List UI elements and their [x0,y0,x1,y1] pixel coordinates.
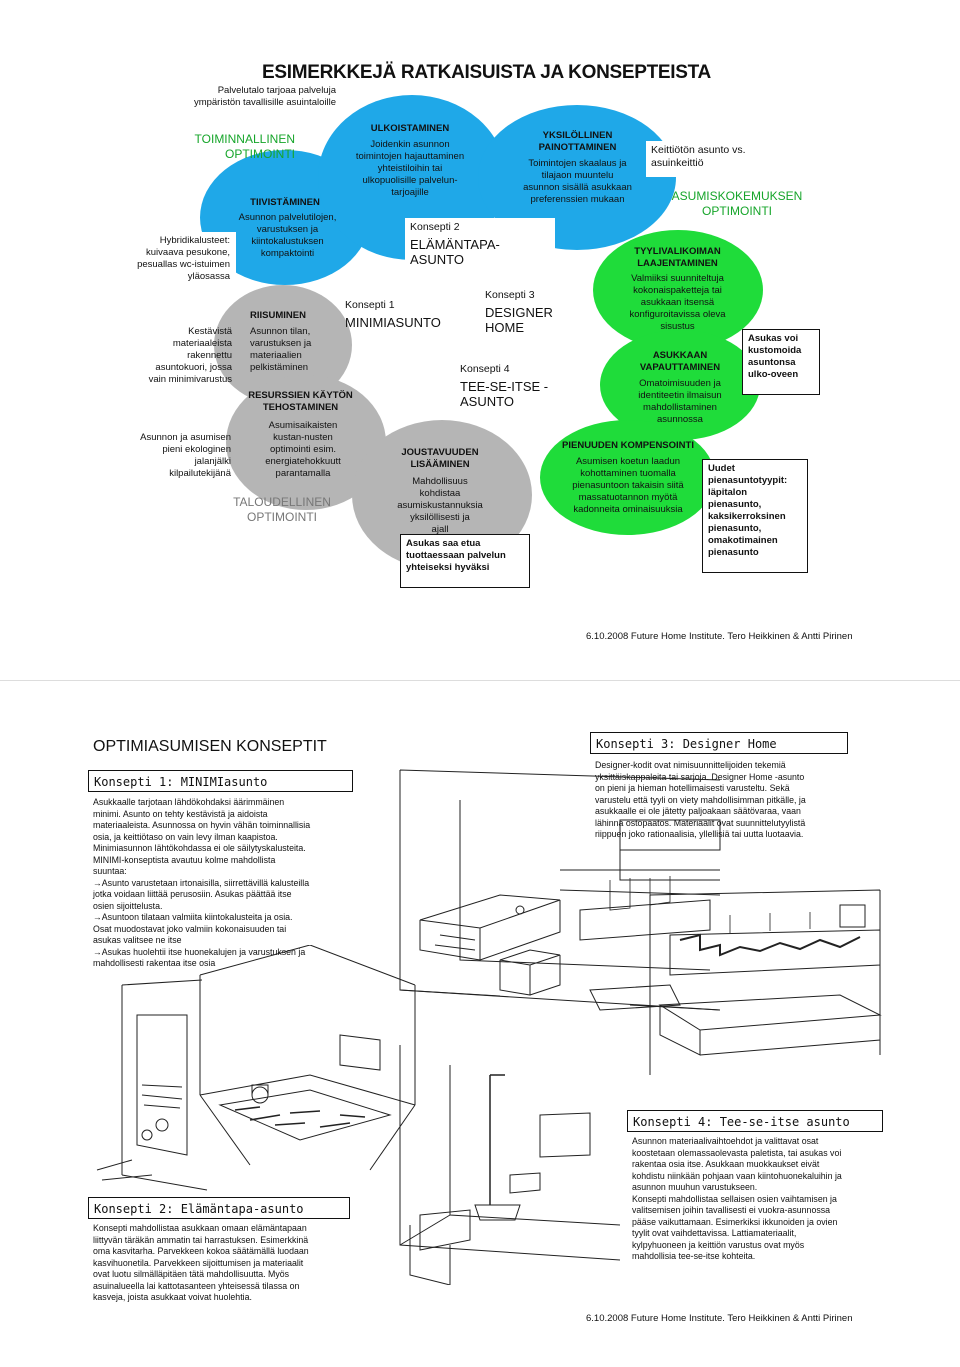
joustavuuden-title: JOUSTAVUUDEN LISÄÄMINEN [401,447,479,470]
asukkaan-text: Omatoimisuuden ja identiteetin ilmaisun … [638,378,722,425]
resurssien-text: Asumisaikaisten kustan-nusten optimointi… [265,420,341,479]
konsepti-1-box: Konsepti 1 MINIMIASUNTO [340,296,441,342]
slide-2: OPTIMIASUMISEN KONSEPTIT Konsepti 1: MIN… [0,700,960,1367]
kestavista-note: Kestävistä materiaaleista rakennettu asu… [148,326,232,385]
yksilollinen-title: YKSILÖLLINEN PAINOTTAMINEN [538,130,617,153]
konsepti-4-box: Konsepti 4 TEE-SE-ITSE -ASUNTO [455,360,597,409]
asumiskokemuksen-label: ASUMISKOKEMUKSEN OPTIMOINTI [671,189,803,218]
tyylivalikoiman-text: Valmiiksi suunniteltuja kokonaispakettej… [629,273,726,332]
konsepti-2-name: ELÄMÄNTAPA-ASUNTO [410,237,500,267]
riisuminen-title: RIISUMINEN [250,310,306,321]
konsepti-1-label: Konsepti 1 [345,299,395,311]
konsepti-4-text: Asunnon materiaalivaihtoehdot ja valitta… [632,1136,842,1261]
konsepti-4-title: Konsepti 4: Tee-se-itse asunto [633,1115,850,1129]
designer-home-sketch [399,769,721,1011]
asukas-saa-box: Asukas saa etua tuottaessaan palvelun yh… [400,534,530,588]
platform-room-sketch [649,889,882,1075]
konsepti-2-title-box: Konsepti 2: Elämäntapa-asunto [88,1197,350,1219]
konsepti-1-text: Asukkaalle tarjotaan lähdökohdaksi äärim… [93,797,311,968]
konsepti-3-label: Konsepti 3 [485,289,535,301]
pienuuden-text: Asumisen koetun laadun kohottaminen tuom… [572,456,684,515]
pienuuden-bubble [540,420,715,535]
konsepti-3-box: Konsepti 3 DESIGNER HOME [480,286,590,335]
konsepti-4-title-box: Konsepti 4: Tee-se-itse asunto [627,1110,883,1132]
palvelutalo-note: Palvelutalo tarjoaa palveluja ympäristön… [193,85,336,108]
konsepti-3-title: Konsepti 3: Designer Home [596,737,777,751]
konsepti-3-text: Designer-kodit ovat nimisuunnittelijoide… [595,760,806,839]
uudet-box: Uudet pienasuntotyypit: läpitalon pienas… [702,459,808,573]
slide-1-footer: 6.10.2008 Future Home Institute. Tero He… [586,631,853,642]
ulkoistaminen-title: ULKOISTAMINEN [370,123,450,134]
tiivistaminen-title: TIIVISTÄMINEN [250,197,320,208]
attic-room-sketch [199,945,416,1171]
hybridi-box: Hybridikalusteet: kuivaava pesukone, pes… [108,232,236,292]
konsepti-3-name: DESIGNER HOME [485,305,553,335]
konsepti-2-text: Konsepti mahdollistaa asukkaan omaan elä… [93,1223,309,1302]
page-divider [0,680,960,681]
asukas-voi-box: Asukas voi kustomoida asuntonsa ulko-ove… [742,329,820,395]
asukkaan-title: ASUKKAAN VAPAUTTAMINEN [639,350,721,373]
ekologinen-note: Asunnon ja asumisen pieni ekologinen jal… [140,432,231,479]
konsepti-2-box: Konsepti 2 ELÄMÄNTAPA-ASUNTO [405,218,555,267]
konsepti-1-title: Konsepti 1: MINIMIasunto [94,775,268,789]
konsepti-4-label: Konsepti 4 [460,363,510,375]
resurssien-title: RESURSSIEN KÄYTÖN TEHOSTAMINEN [248,390,353,413]
slide-title: ESIMERKKEJÄ RATKAISUISTA JA KONSEPTEISTA [262,62,711,83]
taloudellinen-label: TALOUDELLINEN OPTIMOINTI [233,495,331,524]
pienuuden-title: PIENUUDEN KOMPENSOINTI [562,440,694,451]
tyylivalikoiman-title: TYYLIVALIKOIMAN LAAJENTAMINEN [634,246,721,269]
konsepti-2-label: Konsepti 2 [410,221,460,233]
konsepti-1-name: MINIMIASUNTO [345,315,441,330]
tiivistaminen-text: Asunnon palvelutilojen, varustuksen ja k… [238,212,337,259]
ulkoistaminen-text: Joidenkin asunnon toimintojen hajauttami… [355,139,465,198]
page-2-title: OPTIMIASUMISEN KONSEPTIT [93,738,327,755]
tee-se-itse-sketch [399,1045,621,1285]
slide-1: ESIMERKKEJÄ RATKAISUISTA JA KONSEPTEISTA… [0,0,960,660]
yksilollinen-text: Toimintojen skaalaus ja tilajaon muuntel… [523,158,632,205]
elamantapa-sketch [96,979,208,1191]
konsepti-3-title-box: Konsepti 3: Designer Home [590,732,848,754]
riisuminen-text: Asunnon tilan, varustuksen ja materiaali… [250,326,312,373]
konsepti-4-name: TEE-SE-ITSE -ASUNTO [460,379,549,409]
konsepti-1-title-box: Konsepti 1: MINIMIasunto [88,770,353,792]
slide-2-footer: 6.10.2008 Future Home Institute. Tero He… [586,1313,853,1324]
toiminnallinen-label: TOIMINNALLINEN OPTIMOINTI [194,132,295,161]
konsepti-2-title: Konsepti 2: Elämäntapa-asunto [94,1202,304,1216]
keittioton-box: Keittiötön asunto vs. asuinkeittiö [646,141,776,177]
joustavuuden-text: Mahdollisuus kohdistaa asumiskustannuksi… [397,476,483,535]
